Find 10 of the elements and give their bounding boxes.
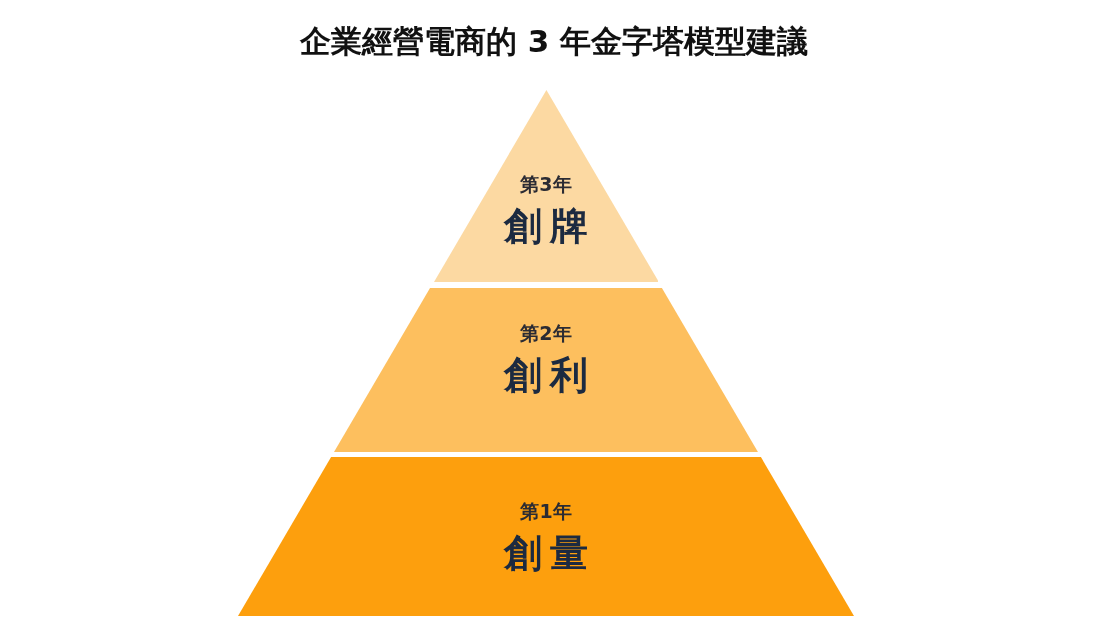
tier-title: 創量 — [502, 530, 596, 577]
pyramid-tier — [433, 90, 659, 282]
year-label: 第3年 — [520, 172, 572, 196]
tier-title: 創利 — [502, 352, 596, 399]
pyramid-tier — [334, 288, 758, 452]
pyramid-tier — [238, 457, 854, 616]
year-label: 第1年 — [520, 499, 572, 523]
year-label: 第2年 — [520, 321, 572, 345]
diagram-title: 企業經營電商的 3 年金字塔模型建議 — [298, 22, 810, 61]
tier-title: 創牌 — [502, 203, 596, 250]
